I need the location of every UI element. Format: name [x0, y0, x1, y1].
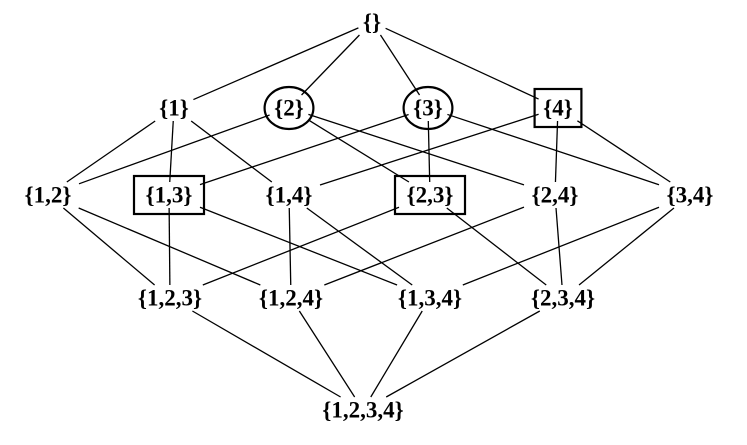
edge-empty-s3: [379, 34, 421, 96]
node-s14: {1,4}: [266, 183, 313, 208]
edge-s1-s14: [190, 120, 273, 183]
node-label: {4}: [543, 96, 573, 121]
edge-s2-s24: [308, 113, 525, 186]
node-label: {1,2,4}: [259, 286, 323, 311]
node-s4: {4}: [533, 87, 583, 129]
circle-marker: [263, 85, 315, 131]
edge-s34-s234: [578, 207, 675, 286]
node-label: {3}: [413, 96, 443, 121]
edge-s34-s134: [462, 206, 660, 286]
node-s23: {2,3}: [393, 174, 467, 216]
node-empty: {}: [363, 10, 381, 35]
node-s13: {1,3}: [132, 174, 206, 216]
node-s134: {1,3,4}: [398, 286, 462, 311]
node-label: {2,3,4}: [531, 286, 595, 311]
node-s123: {1,2,3}: [138, 286, 202, 311]
edge-s12-s123: [62, 207, 156, 286]
node-label: {1,3,4}: [398, 286, 462, 311]
node-label: {1,2,3}: [138, 286, 202, 311]
edge-s3-s34: [447, 113, 660, 186]
node-label: {1,4}: [266, 183, 313, 208]
edge-s14-s134: [306, 207, 413, 286]
box-marker: [393, 174, 467, 216]
edge-s3-s13: [199, 113, 409, 186]
node-s24: {2,4}: [532, 183, 579, 208]
edge-s1-s12: [66, 120, 156, 183]
edge-s134-s1234: [370, 310, 423, 398]
edge-empty-s2: [301, 34, 360, 96]
circle-marker: [402, 85, 454, 131]
node-s3: {3}: [402, 85, 454, 131]
node-label: {1,2,3,4}: [322, 398, 403, 423]
edge-s124-s1234: [298, 310, 356, 398]
edge-s3-s23: [427, 120, 431, 183]
node-s12: {1,2}: [25, 183, 72, 208]
nodes-layer: {} {1} {2} {3} {4} {1,2} {1,3} {1,4} {2,3} {2,4} {…: [25, 10, 714, 423]
edge-s4-s24: [554, 120, 559, 183]
edge-empty-s4: [385, 27, 539, 100]
node-label: {1,3}: [146, 183, 193, 208]
box-marker: [132, 174, 206, 216]
edge-s4-s14: [319, 113, 539, 186]
edge-s23-s234: [446, 207, 547, 286]
node-s34: {3,4}: [667, 183, 714, 208]
node-label: {1,2}: [25, 183, 72, 208]
node-s1: {1}: [159, 96, 189, 121]
edge-s13-s123: [168, 207, 171, 286]
edge-s14-s124: [288, 207, 292, 286]
edge-s23-s123: [202, 206, 400, 286]
edge-s2-s23: [308, 119, 410, 183]
edge-s1-s13: [169, 120, 174, 183]
node-s1234: {1,2,3,4}: [322, 398, 403, 423]
edge-s2-s12: [78, 114, 270, 185]
node-s234: {2,3,4}: [531, 286, 595, 311]
node-label: {2,3}: [407, 183, 454, 208]
node-label: {3,4}: [667, 183, 714, 208]
edge-empty-s1: [193, 27, 359, 101]
edge-s234-s1234: [385, 310, 541, 398]
box-marker: [533, 87, 583, 129]
node-s124: {1,2,4}: [259, 286, 323, 311]
node-label: {2}: [274, 96, 304, 121]
edge-s24-s124: [324, 206, 525, 286]
edge-s13-s134: [199, 206, 398, 286]
node-label: {1}: [159, 96, 189, 121]
edge-s123-s1234: [192, 310, 341, 398]
node-s2: {2}: [263, 85, 315, 131]
edge-s4-s34: [577, 120, 671, 183]
edges-layer: [62, 27, 675, 398]
node-label: {2,4}: [532, 183, 579, 208]
node-label: {}: [363, 10, 381, 35]
